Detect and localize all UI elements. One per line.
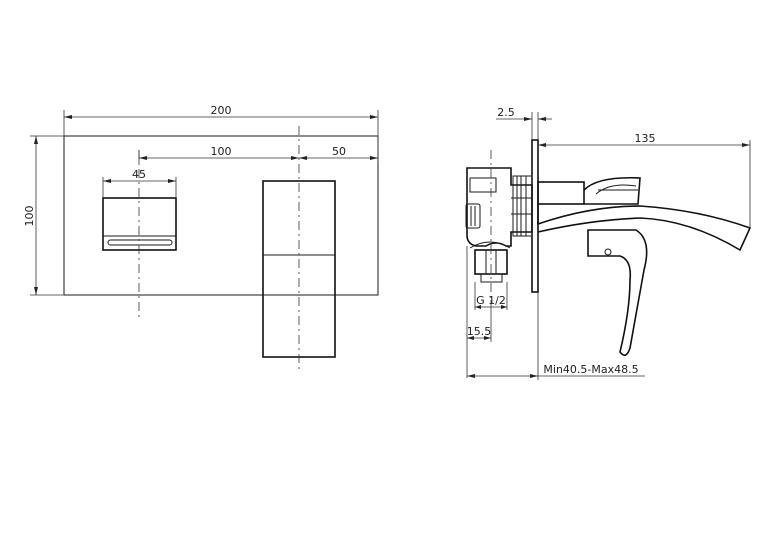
dimension-100-50: 100 50 xyxy=(138,136,379,163)
dim-label-200: 200 xyxy=(211,104,232,117)
dimension-15-5: 15.5 xyxy=(466,246,492,378)
dimension-wall-range: Min40.5-Max48.5 xyxy=(467,292,645,380)
dim-label-45: 45 xyxy=(132,168,146,181)
dimension-135: 135 xyxy=(538,132,751,228)
dimension-45: 45 xyxy=(102,168,177,198)
dim-label-100-vertical: 100 xyxy=(23,206,36,227)
side-view: 2.5 135 G 1/2 15.5 xyxy=(465,106,752,380)
wall-plate xyxy=(63,135,379,296)
concealed-body xyxy=(465,167,533,283)
side-lever xyxy=(587,229,648,356)
control-knob xyxy=(102,197,177,251)
dim-label-15-5: 15.5 xyxy=(467,325,492,338)
dim-label-135: 135 xyxy=(635,132,656,145)
dim-label-2-5: 2.5 xyxy=(497,106,515,119)
dim-label-100: 100 xyxy=(211,145,232,158)
dim-label-50: 50 xyxy=(332,145,346,158)
front-view: 200 100 50 45 xyxy=(23,104,379,372)
dimension-2-5: 2.5 xyxy=(496,106,552,140)
dimension-100-vertical: 100 xyxy=(23,135,64,296)
side-wall-plate xyxy=(531,139,539,293)
dimension-200: 200 xyxy=(63,104,379,136)
dim-label-wall-range: Min40.5-Max48.5 xyxy=(543,363,638,376)
